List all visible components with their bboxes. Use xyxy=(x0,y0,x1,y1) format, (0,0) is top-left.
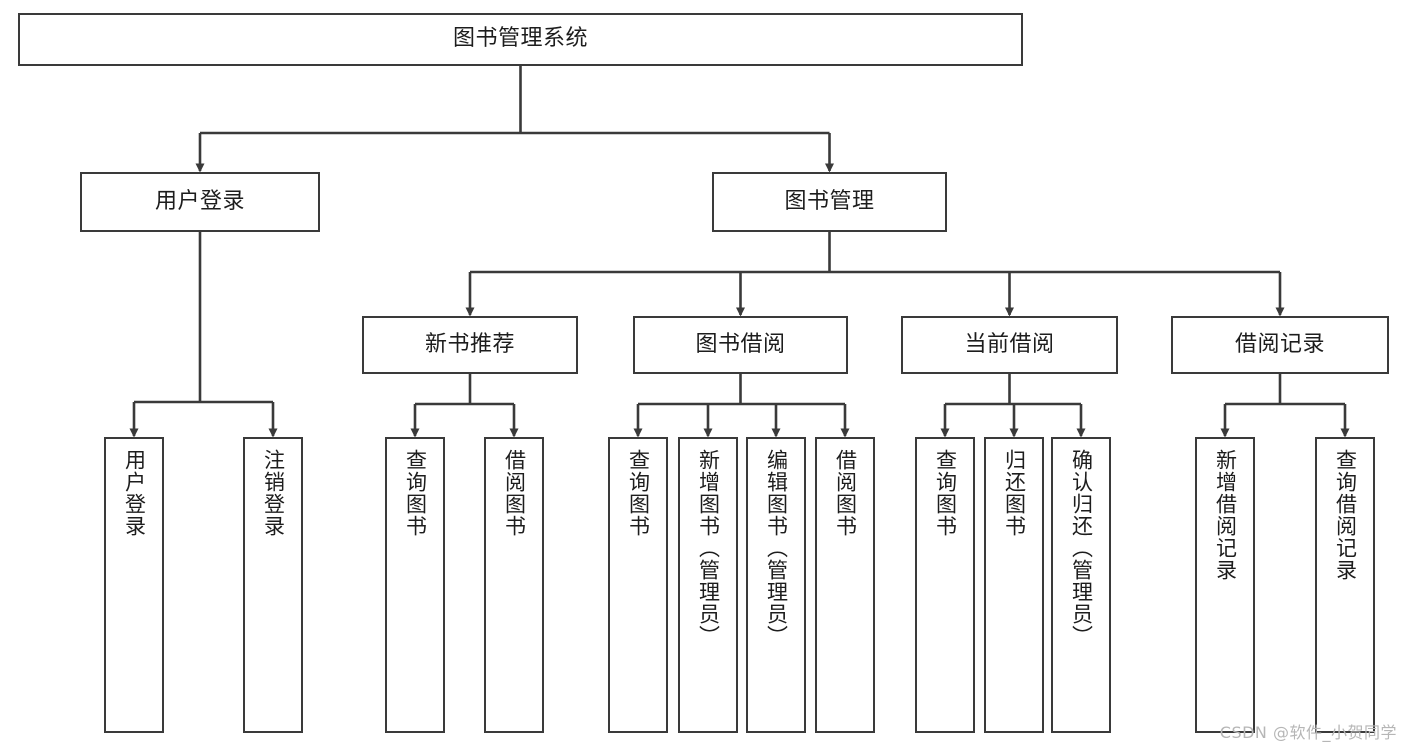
node-label-current-borrow: 当前借阅 xyxy=(964,331,1055,357)
node-borrow-record[interactable]: 借阅记录 xyxy=(1171,316,1389,374)
node-label-book-borrow: 图书借阅 xyxy=(695,331,786,357)
node-leaf-bb-borrow[interactable]: 借阅图书 xyxy=(815,437,875,733)
node-leaf-cb-query[interactable]: 查询图书 xyxy=(915,437,975,733)
node-leaf-bb-add[interactable]: 新增图书（管理员） xyxy=(678,437,738,733)
node-label-leaf-rec-query: 查询图书 xyxy=(403,449,428,537)
node-label-leaf-user-logout: 注销登录 xyxy=(261,449,286,537)
node-current-borrow[interactable]: 当前借阅 xyxy=(901,316,1118,374)
node-label-borrow-record: 借阅记录 xyxy=(1234,331,1325,357)
connector-lines xyxy=(129,66,1350,438)
node-label-book-manage: 图书管理 xyxy=(784,188,875,214)
csdn-watermark: CSDN @软件_小贺同学 xyxy=(1219,723,1397,742)
node-label-leaf-rec-borrow: 借阅图书 xyxy=(502,449,527,537)
node-label-leaf-bb-query: 查询图书 xyxy=(626,449,651,537)
node-label-leaf-cb-query: 查询图书 xyxy=(933,449,958,537)
node-leaf-bb-edit[interactable]: 编辑图书（管理员） xyxy=(746,437,806,733)
node-new-book-rec[interactable]: 新书推荐 xyxy=(362,316,578,374)
node-leaf-br-query[interactable]: 查询借阅记录 xyxy=(1315,437,1375,733)
node-leaf-cb-confirm[interactable]: 确认归还（管理员） xyxy=(1051,437,1111,733)
node-leaf-bb-query[interactable]: 查询图书 xyxy=(608,437,668,733)
node-label-leaf-bb-add: 新增图书（管理员） xyxy=(696,449,721,647)
node-leaf-user-login[interactable]: 用户登录 xyxy=(104,437,164,733)
node-label-leaf-bb-borrow: 借阅图书 xyxy=(833,449,858,537)
node-label-user-login: 用户登录 xyxy=(154,188,245,214)
node-leaf-rec-borrow[interactable]: 借阅图书 xyxy=(484,437,544,733)
node-label-leaf-br-query: 查询借阅记录 xyxy=(1333,449,1358,581)
node-label-leaf-br-add: 新增借阅记录 xyxy=(1213,449,1238,581)
node-user-login[interactable]: 用户登录 xyxy=(80,172,320,232)
node-root[interactable]: 图书管理系统 xyxy=(18,13,1023,66)
node-label-root: 图书管理系统 xyxy=(452,26,588,52)
node-leaf-cb-return[interactable]: 归还图书 xyxy=(984,437,1044,733)
node-book-borrow[interactable]: 图书借阅 xyxy=(633,316,848,374)
node-label-leaf-cb-return: 归还图书 xyxy=(1002,449,1027,537)
node-label-leaf-cb-confirm: 确认归还（管理员） xyxy=(1069,449,1094,647)
node-leaf-rec-query[interactable]: 查询图书 xyxy=(385,437,445,733)
node-leaf-user-logout[interactable]: 注销登录 xyxy=(243,437,303,733)
node-leaf-br-add[interactable]: 新增借阅记录 xyxy=(1195,437,1255,733)
node-label-leaf-bb-edit: 编辑图书（管理员） xyxy=(764,449,789,647)
node-label-leaf-user-login: 用户登录 xyxy=(122,449,147,537)
node-book-manage[interactable]: 图书管理 xyxy=(712,172,947,232)
node-label-new-book-rec: 新书推荐 xyxy=(424,331,515,357)
